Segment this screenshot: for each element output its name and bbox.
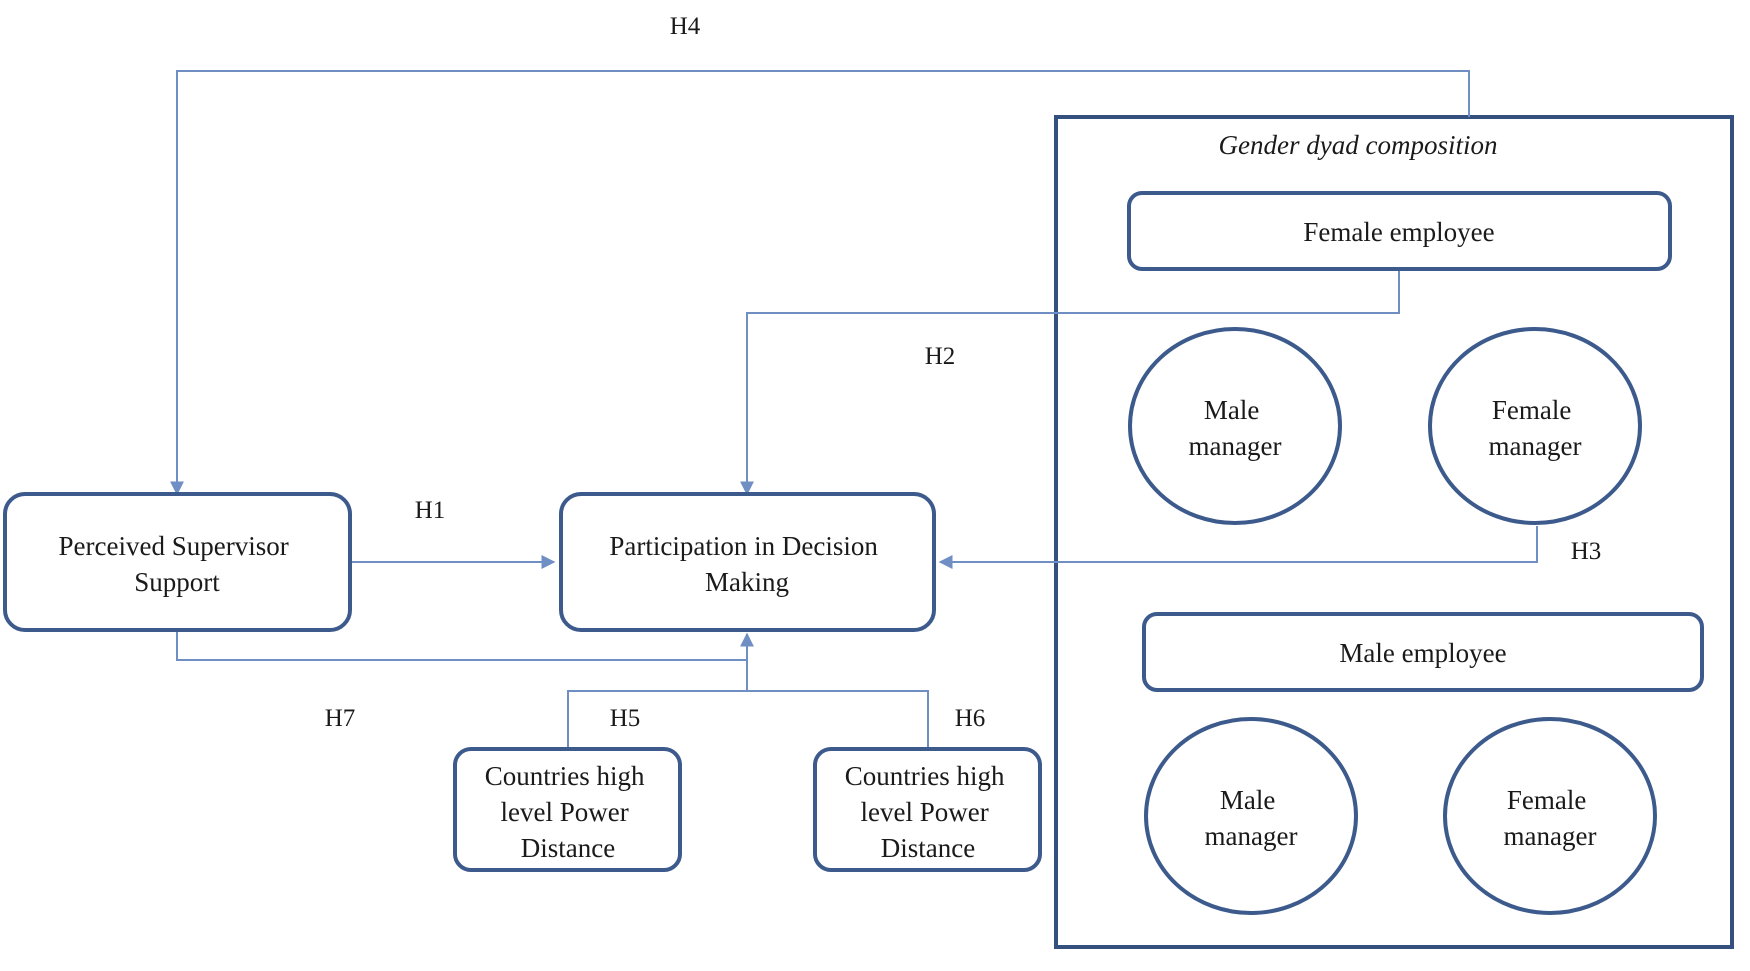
power-distance-label-right: Countries high level Power Distance <box>845 761 1012 863</box>
power-distance-box-left <box>453 747 682 872</box>
h7-label: H7 <box>325 705 356 732</box>
power-distance-box-right <box>813 747 1042 872</box>
gender-dyad-panel <box>1054 115 1734 949</box>
perceived-supervisor-support-label: Perceived Supervisor Support <box>59 531 296 597</box>
male-employee-male-manager-circle <box>1144 717 1358 915</box>
h6-label: H6 <box>955 705 986 732</box>
female-employee-box <box>1127 191 1672 271</box>
female-employee-label: Female employee <box>1303 217 1494 247</box>
h4-label: H4 <box>670 13 701 40</box>
female-employee-male-manager-label: Male manager <box>1189 395 1282 461</box>
male-employee-label: Male employee <box>1339 638 1506 668</box>
male-employee-male-manager-label: Male manager <box>1205 785 1298 851</box>
power-distance-label-left: Countries high level Power Distance <box>485 761 652 863</box>
gender-dyad-title: Gender dyad composition <box>1219 130 1498 160</box>
h2-label: H2 <box>925 343 956 370</box>
h1-label: H1 <box>415 497 446 524</box>
h3-label: H3 <box>1571 538 1602 565</box>
h7-connector <box>176 631 747 661</box>
male-employee-female-manager-circle <box>1443 717 1657 915</box>
male-employee-female-manager-label: Female manager <box>1504 785 1597 851</box>
male-employee-box <box>1142 612 1704 692</box>
female-employee-female-manager-circle <box>1428 327 1642 525</box>
h3-connector <box>938 526 1538 569</box>
h2-connector <box>740 271 1400 496</box>
perceived-supervisor-support-box <box>3 492 352 632</box>
participation-decision-making-box <box>559 492 936 632</box>
female-employee-female-manager-label: Female manager <box>1489 395 1582 461</box>
participation-decision-making-label: Participation in Decision Making <box>609 531 884 597</box>
female-employee-male-manager-circle <box>1128 327 1342 525</box>
h5-label: H5 <box>610 705 641 732</box>
h4-connector <box>170 70 1470 496</box>
